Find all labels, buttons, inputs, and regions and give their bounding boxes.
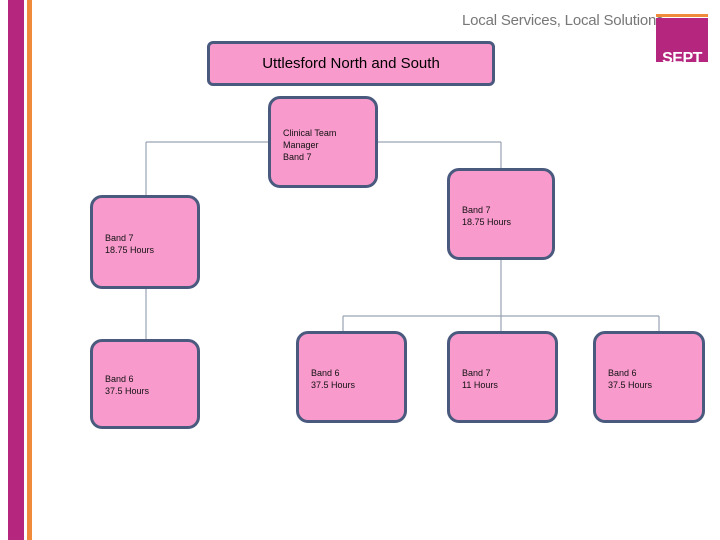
node-band7-b: Band 7 11 Hours (447, 331, 558, 423)
node-band6-left: Band 6 37.5 Hours (90, 339, 200, 429)
title-text: Uttlesford North and South (262, 55, 440, 72)
node-label: Band 7 11 Hours (462, 368, 498, 390)
left-accent-line (27, 0, 32, 540)
title-box: Uttlesford North and South (207, 41, 495, 86)
header-tagline: Local Services, Local Solutions (462, 12, 664, 29)
logo-text: SEPT (662, 50, 702, 67)
node-label: Band 6 37.5 Hours (311, 368, 356, 390)
logo-block (656, 18, 708, 62)
left-accent-stripe (8, 0, 24, 540)
node-label: Band 6 37.5 Hours (105, 374, 150, 396)
node-band6-a: Band 6 37.5 Hours (296, 331, 407, 423)
node-band6-c: Band 6 37.5 Hours (593, 331, 705, 423)
node-band7-right: Band 7 18.75 Hours (447, 168, 555, 260)
node-label: Band 6 37.5 Hours (608, 368, 653, 390)
logo-bar (656, 14, 708, 17)
node-label: Clinical Team Manager Band 7 (283, 128, 337, 162)
node-label: Band 7 18.75 Hours (105, 233, 155, 255)
sept-logo: SEPT (656, 14, 708, 68)
node-clinical-team-manager: Clinical Team Manager Band 7 (268, 96, 378, 188)
node-band7-left: Band 7 18.75 Hours (90, 195, 200, 289)
node-label: Band 7 18.75 Hours (462, 205, 512, 227)
